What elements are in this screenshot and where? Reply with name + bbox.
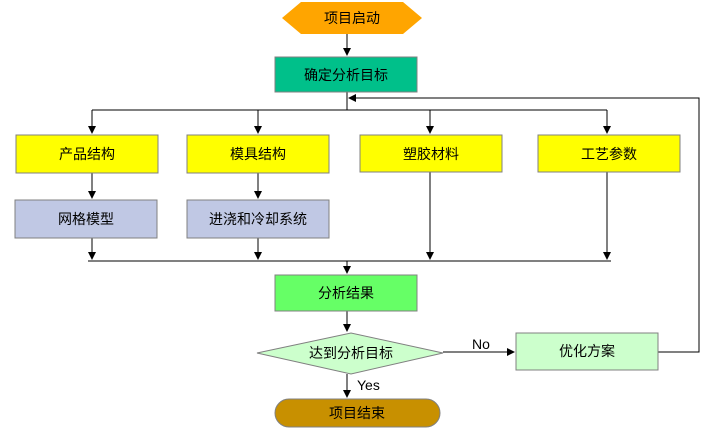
- node-analysis-result: 分析结果: [274, 274, 418, 312]
- node-define-goal-label: 确定分析目标: [304, 68, 388, 84]
- node-define-goal: 确定分析目标: [274, 56, 418, 93]
- node-mold-structure-label: 模具结构: [230, 147, 286, 163]
- node-gating-cooling-label: 进浇和冷却系统: [209, 212, 307, 228]
- node-gating-cooling: 进浇和冷却系统: [186, 199, 330, 239]
- edge-optimize-feedback: [348, 94, 700, 353]
- node-goal-reached-label: 达到分析目标: [309, 346, 393, 362]
- node-plastic-material-label: 塑胶材料: [403, 146, 459, 163]
- node-mesh-model: 网格模型: [14, 199, 158, 239]
- node-product-structure: 产品结构: [15, 134, 159, 174]
- node-end-label: 项目结束: [329, 406, 385, 422]
- node-optimize-plan: 优化方案: [515, 332, 659, 371]
- node-process-params-label: 工艺参数: [581, 146, 637, 163]
- edge-label-yes: Yes: [357, 377, 380, 393]
- node-start: 项目启动: [282, 2, 422, 34]
- edge-label-no: No: [472, 336, 490, 352]
- node-plastic-material: 塑胶材料: [359, 134, 503, 173]
- node-process-params: 工艺参数: [537, 134, 681, 173]
- node-mold-structure: 模具结构: [186, 134, 330, 174]
- node-goal-reached-decision: 达到分析目标: [256, 332, 444, 375]
- node-optimize-plan-label: 优化方案: [559, 343, 615, 360]
- node-end: 项目结束: [274, 398, 441, 428]
- node-start-label: 项目启动: [324, 11, 380, 27]
- connectors: [88, 34, 700, 398]
- node-mesh-model-label: 网格模型: [58, 212, 114, 228]
- node-analysis-result-label: 分析结果: [318, 286, 374, 302]
- node-product-structure-label: 产品结构: [59, 147, 115, 163]
